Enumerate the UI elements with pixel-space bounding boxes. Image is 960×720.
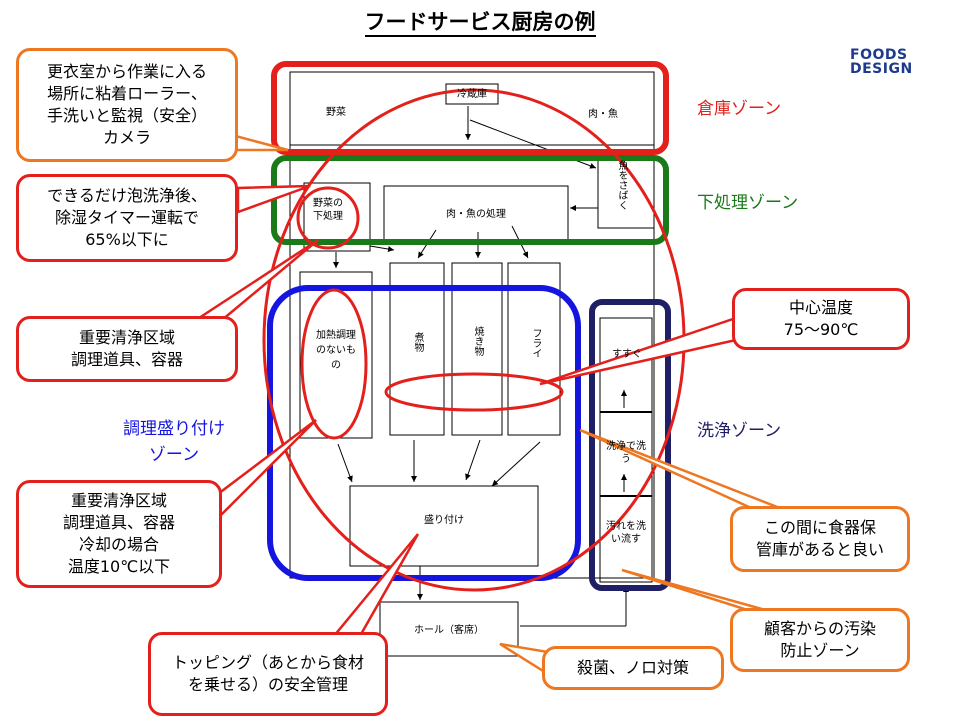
- page-title: フードサービス厨房の例: [0, 6, 960, 37]
- sterilize-text: 殺菌、ノロ対策: [576, 658, 689, 677]
- foods-design-logo: FOODS DESIGN: [850, 48, 913, 76]
- moritsuke-label: 盛り付け: [424, 515, 464, 526]
- veg-prep-line-1: 野菜の: [313, 198, 343, 209]
- arrow-veg-right: [369, 245, 395, 252]
- pointer-sterilize: [499, 642, 550, 677]
- nimono-box: [389, 262, 445, 436]
- storage-zone-outline: [271, 61, 669, 155]
- changing-room-line-3: 手洗いと監視（安全）: [46, 106, 207, 125]
- veg-prep-box: [303, 182, 371, 252]
- storage-zone-label: 倉庫ゾーン: [697, 99, 782, 119]
- page-title-text: フードサービス厨房の例: [364, 10, 596, 37]
- callout-clean-area-1: 重要清浄区域 調理道具、容器: [16, 316, 238, 382]
- prewash-label: 汚れを洗い流す: [606, 521, 646, 545]
- clean-area-2-line-1: 重要清浄区域: [70, 491, 167, 510]
- callout-core-temp: 中心温度 75～90℃: [732, 288, 910, 350]
- pointer-topping: [331, 533, 420, 638]
- clean-area-2-line-4: 温度10℃以下: [67, 557, 171, 576]
- fridge-label: 冷蔵庫: [457, 89, 487, 100]
- moritsuke-box: [349, 485, 539, 567]
- callout-clean-area-2: 重要清浄区域 調理道具、容器 冷却の場合 温度10℃以下: [16, 480, 222, 588]
- changing-room-line-2: 場所に粘着ローラー、: [47, 84, 207, 103]
- veg-prep-line-2: 下処理: [313, 211, 343, 222]
- core-temp-line-2: 75～90℃: [783, 320, 859, 339]
- machine-wash-label: 洗浄で洗う: [606, 441, 646, 465]
- yakimono-box: [451, 262, 503, 436]
- noheat-line-2: のないも: [316, 345, 356, 356]
- callout-tableware: この間に食器保 管庫があると良い: [730, 506, 910, 572]
- fry-box: [507, 262, 561, 436]
- clean-area-1-line-1: 重要清浄区域: [78, 328, 175, 347]
- noheat-line-1: 加熱調理: [316, 330, 356, 341]
- veg-prep-label: 野菜の 下処理: [304, 197, 352, 223]
- callout-changing-room: 更衣室から作業に入る 場所に粘着ローラー、 手洗いと監視（安全） カメラ: [16, 48, 238, 162]
- hall-box: [379, 601, 519, 657]
- meat-prep-label: 肉・魚の処理: [446, 209, 506, 220]
- washing-zone-outline: [589, 299, 671, 591]
- callout-sterilize: 殺菌、ノロ対策: [542, 646, 724, 690]
- fish-cut-label: 魚をさばく: [616, 160, 627, 210]
- core-temp-line-1: 中心温度: [788, 298, 853, 317]
- floorplan-outer: [289, 71, 655, 579]
- fry-label: フライ: [530, 328, 541, 358]
- noheat-label: 加熱調理 のないも の: [300, 328, 372, 373]
- noheat-ellipse: [300, 288, 368, 440]
- contamination-line-2: 防止ゾーン: [780, 641, 860, 660]
- meat-fish-label: 肉・魚: [588, 109, 618, 120]
- clean-area-2-line-3: 冷却の場合: [78, 535, 159, 554]
- cooking-zone-outline: [267, 285, 581, 581]
- foam-wash-line-3: 65%以下に: [85, 230, 169, 249]
- changing-room-line-1: 更衣室から作業に入る: [46, 62, 207, 81]
- logo-line-2: DESIGN: [850, 61, 913, 77]
- nimono-label: 煮物: [412, 332, 423, 352]
- callout-contamination: 顧客からの汚染 防止ゾーン: [730, 608, 910, 672]
- changing-room-line-4: カメラ: [102, 128, 151, 147]
- tableware-line-1: この間に食器保: [763, 518, 876, 537]
- pointer-foam-wash: [236, 184, 311, 214]
- noheat-line-3: の: [331, 360, 341, 371]
- callout-foam-wash: できるだけ泡洗浄後、 除湿タイマー運転で 65%以下に: [16, 174, 238, 262]
- contamination-line-1: 顧客からの汚染: [763, 619, 876, 638]
- rinse-label: すすぐ: [612, 349, 642, 360]
- cooking-zone-label: 調理盛り付け ゾーン: [100, 416, 248, 468]
- foam-wash-line-1: できるだけ泡洗浄後、: [47, 186, 207, 205]
- arrow-fry-mori: [491, 441, 541, 487]
- vegetable-label: 野菜: [326, 107, 346, 118]
- clean-area-2-line-2: 調理道具、容器: [62, 513, 175, 532]
- foam-wash-line-2: 除湿タイマー運転で: [54, 208, 199, 227]
- cooking-zone-line-1: 調理盛り付け: [123, 419, 225, 439]
- fridge-box: [445, 83, 499, 105]
- core-temp-ellipse: [384, 372, 564, 412]
- arrow-yaki-mori: [465, 439, 481, 481]
- washing-zone-label: 洗浄ゾーン: [697, 421, 782, 441]
- yakimono-label: 焼き物: [472, 326, 483, 356]
- topping-line-2: を乗せる）の安全管理: [187, 675, 348, 694]
- clean-area-1-line-2: 調理道具、容器: [70, 350, 183, 369]
- topping-line-1: トッピング（あとから食材: [171, 653, 364, 672]
- cooking-zone-line-2: ゾーン: [148, 445, 200, 465]
- callout-topping: トッピング（あとから食材 を乗せる）の安全管理: [148, 632, 388, 716]
- logo-line-1: FOODS: [850, 47, 908, 63]
- tableware-line-2: 管庫があると良い: [755, 540, 884, 559]
- veg-prep-ellipse: [296, 186, 360, 250]
- hall-label: ホール（客席）: [414, 625, 484, 636]
- wash-column: [599, 317, 653, 583]
- arrow-noheat-mori: [337, 443, 353, 483]
- prep-zone-label: 下処理ゾーン: [697, 193, 799, 213]
